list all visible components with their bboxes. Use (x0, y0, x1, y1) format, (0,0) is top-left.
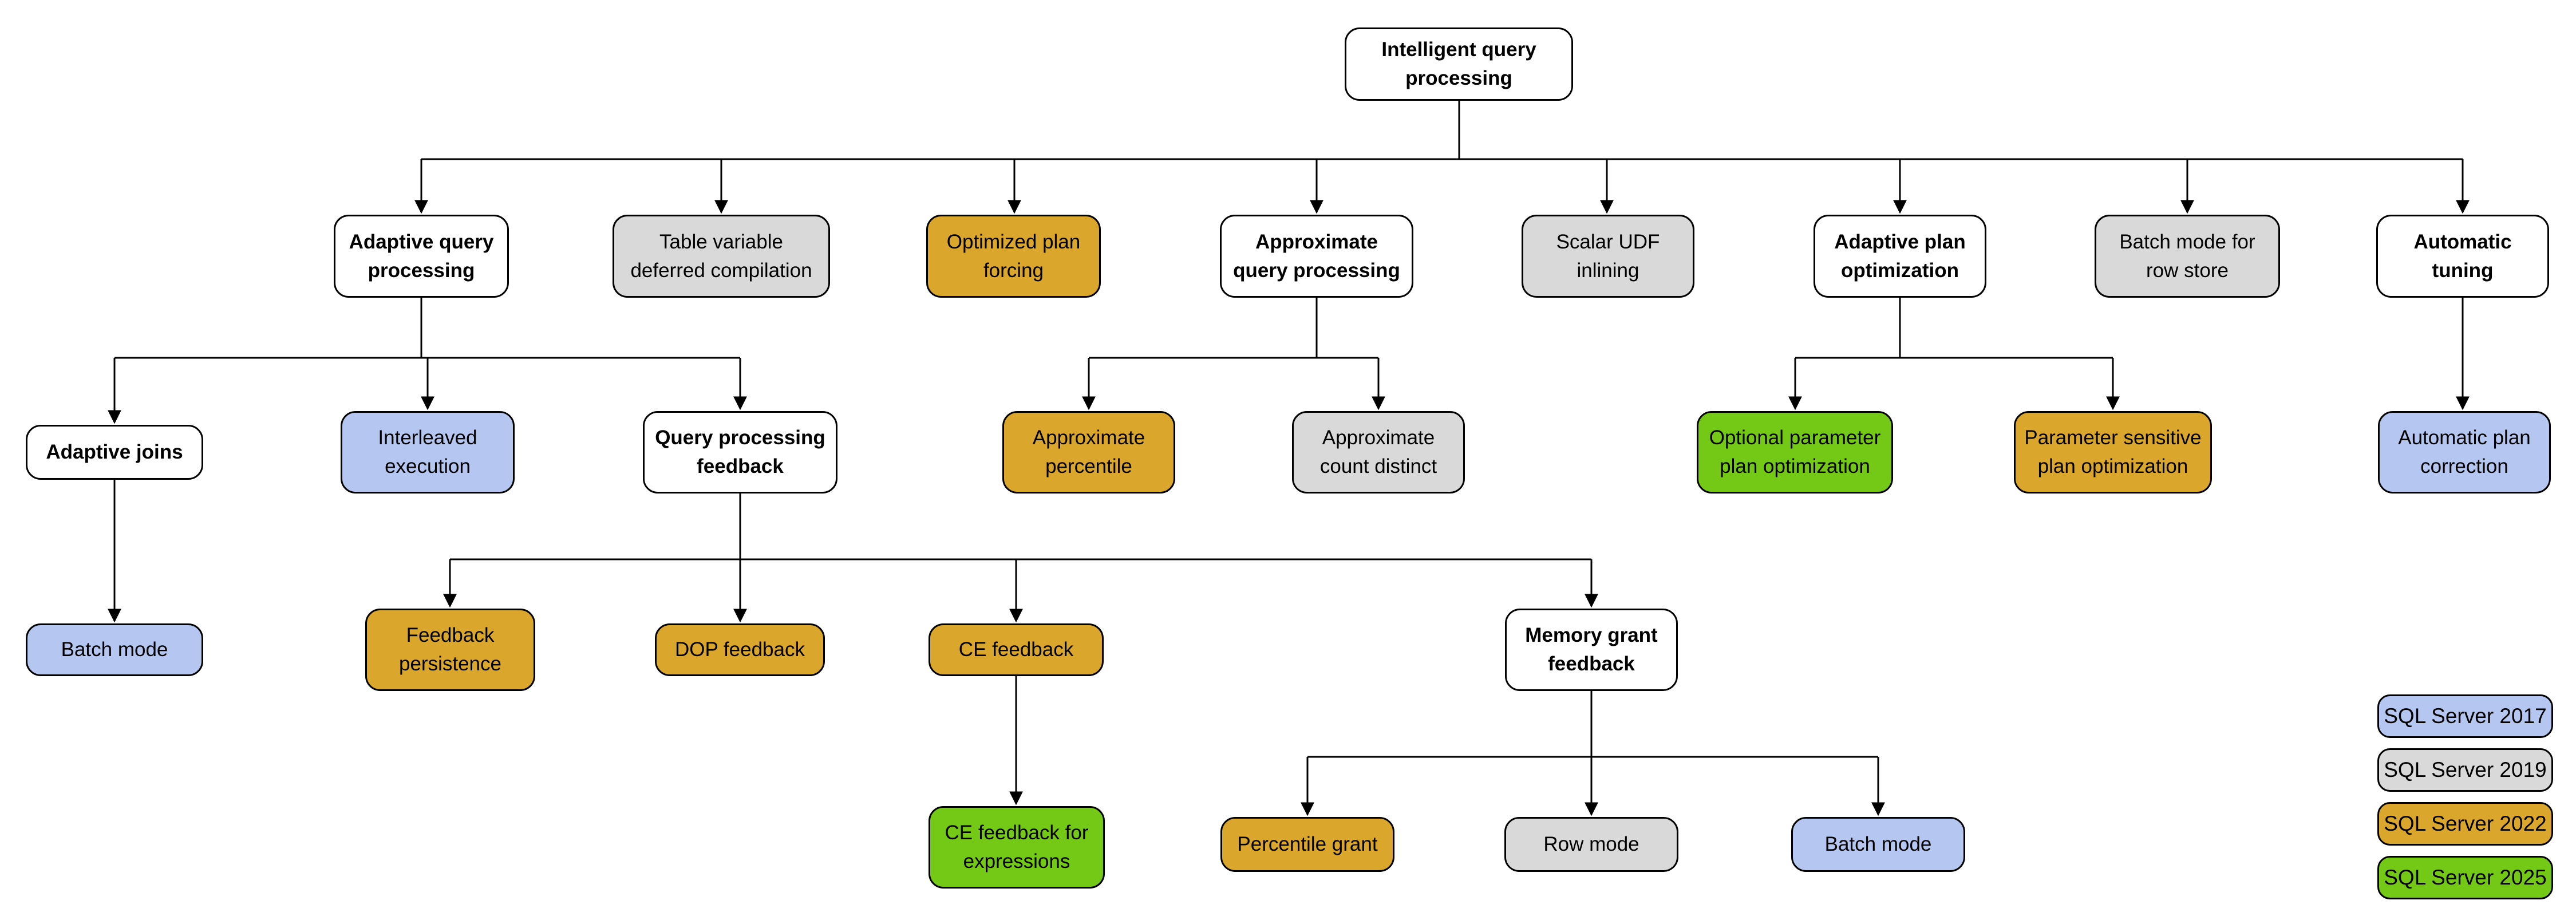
node-batch-mode-memory-grant: Batch mode (1791, 817, 1965, 872)
node-approximate-percentile: Approximate percentile (1002, 411, 1175, 493)
node-automatic-tuning: Automatic tuning (2376, 215, 2549, 298)
legend-sql-server-2022: SQL Server 2022 (2377, 802, 2553, 846)
legend-sql-server-2019: SQL Server 2019 (2377, 748, 2553, 792)
node-percentile-grant: Percentile grant (1220, 817, 1394, 872)
node-interleaved-execution: Interleaved execution (341, 411, 515, 493)
node-approximate-query-processing: Approximate query processing (1220, 215, 1413, 298)
node-automatic-plan-correction: Automatic plan correction (2378, 411, 2551, 493)
node-intelligent-query-processing: Intelligent query processing (1345, 27, 1573, 101)
node-optimized-plan-forcing: Optimized plan forcing (926, 215, 1101, 298)
node-adaptive-plan-optimization: Adaptive plan optimization (1814, 215, 1986, 298)
node-ce-feedback-for-expressions: CE feedback for expressions (929, 806, 1105, 889)
legend-sql-server-2025: SQL Server 2025 (2377, 856, 2553, 899)
node-adaptive-query-processing: Adaptive query processing (334, 215, 509, 298)
node-batch-mode-adaptive-joins: Batch mode (26, 623, 203, 676)
node-optional-parameter-plan-optimization: Optional parameter plan optimization (1697, 411, 1893, 493)
node-ce-feedback: CE feedback (929, 623, 1104, 676)
node-dop-feedback: DOP feedback (655, 623, 825, 676)
node-feedback-persistence: Feedback persistence (365, 609, 535, 691)
node-parameter-sensitive-plan-optimization: Parameter sensitive plan optimization (2014, 411, 2212, 493)
node-batch-mode-for-row-store: Batch mode for row store (2095, 215, 2280, 298)
node-table-variable-deferred-compilation: Table variable deferred compilation (613, 215, 830, 298)
node-adaptive-joins: Adaptive joins (26, 425, 203, 480)
node-row-mode: Row mode (1504, 817, 1678, 872)
node-approximate-count-distinct: Approximate count distinct (1292, 411, 1465, 493)
legend-sql-server-2017: SQL Server 2017 (2377, 694, 2553, 738)
node-memory-grant-feedback: Memory grant feedback (1505, 609, 1678, 691)
node-query-processing-feedback: Query processing feedback (643, 411, 837, 493)
node-scalar-udf-inlining: Scalar UDF inlining (1522, 215, 1694, 298)
